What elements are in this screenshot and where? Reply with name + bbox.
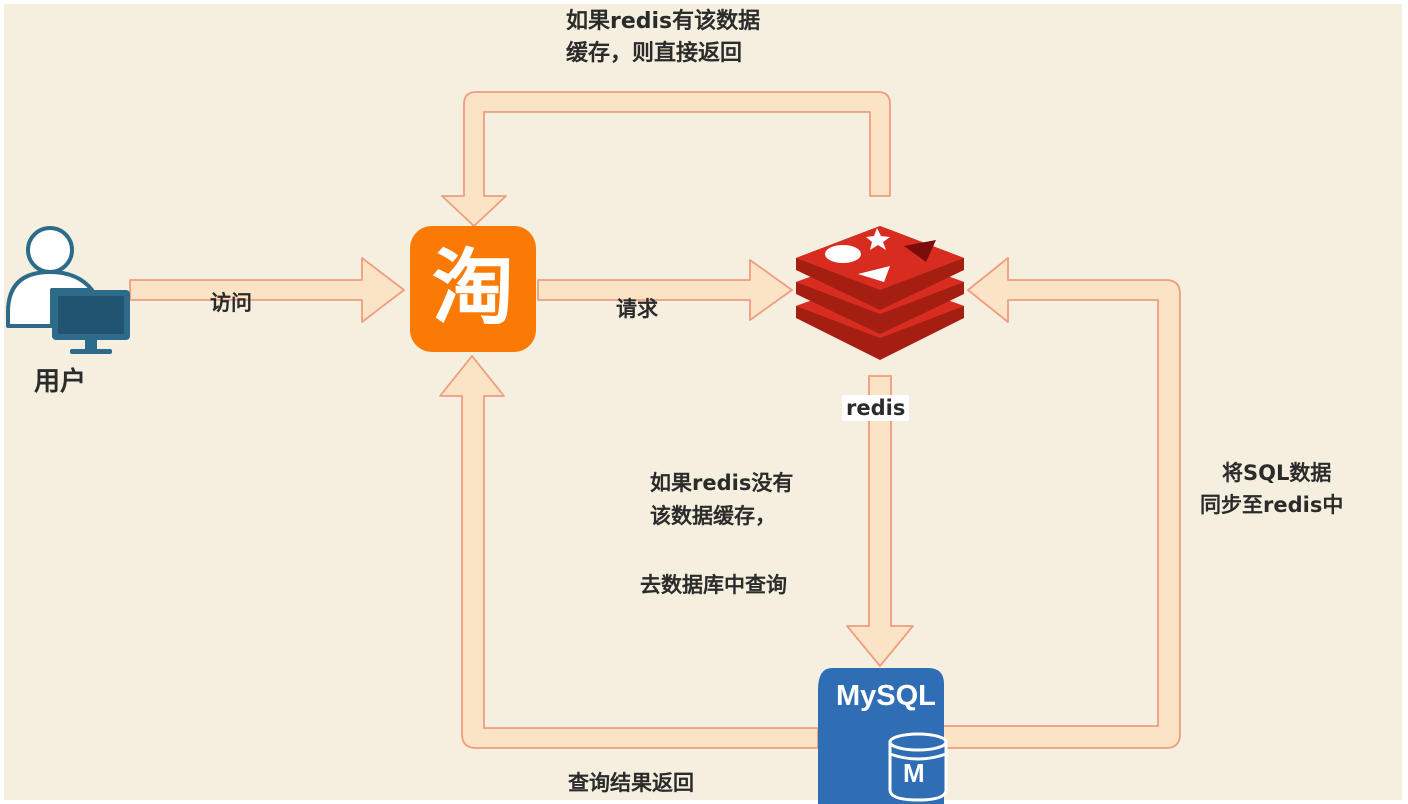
sync-line-2: 同步至redis中 (1200, 493, 1344, 517)
redis-miss-line-2: 该数据缓存， (650, 504, 776, 528)
user-label: 用户 (34, 367, 87, 397)
taobao-logo-icon: 淘 (410, 226, 536, 352)
redis-logo-icon (796, 226, 964, 360)
sync-line-1: 将SQL数据 (1222, 461, 1332, 485)
arrow-sync (941, 257, 1181, 749)
mysql-wordmark: MySQL (836, 680, 936, 712)
redis-miss-line-1: 如果redis没有 (650, 471, 794, 495)
arrow-query-return (439, 355, 819, 749)
arrow-request (537, 259, 793, 321)
redis-hit-line-2: 缓存，则直接返回 (566, 41, 743, 66)
user-computer-icon (6, 226, 130, 354)
request-label: 请求 (616, 297, 658, 321)
mysql-badge: M (903, 758, 925, 788)
arrow-redis-hit (441, 91, 891, 227)
redis-hit-line-1: 如果redis有该数据 (566, 9, 761, 34)
visit-label: 访问 (210, 291, 252, 315)
redis-miss-line-3: 去数据库中查询 (640, 573, 787, 597)
diagram-background (4, 4, 1402, 800)
arrow-visit (129, 257, 405, 323)
redis-label: redis (842, 395, 910, 422)
taobao-glyph: 淘 (431, 241, 514, 336)
query-return-label: 查询结果返回 (568, 771, 694, 795)
mysql-database-icon (818, 668, 948, 804)
